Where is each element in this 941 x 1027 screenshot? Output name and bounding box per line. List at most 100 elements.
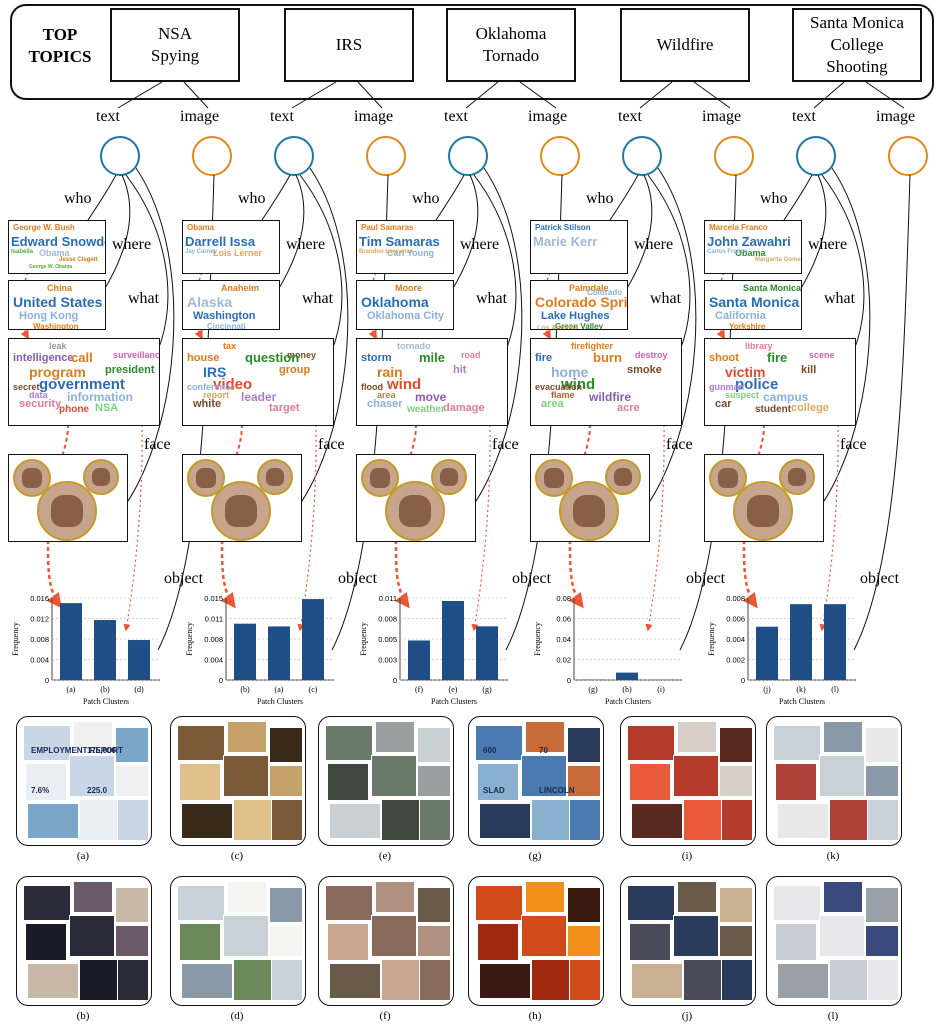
collage-thumbnail (829, 799, 869, 841)
what-word: leak (49, 341, 67, 351)
what-word: police (735, 376, 779, 393)
chart-3: 0.080.060.040.020(g)(h)(i)Patch Clusters… (533, 594, 682, 706)
who-word: Obama (735, 248, 766, 258)
chart-x-tick: (b) (100, 685, 110, 694)
topic-image-link-1 (357, 81, 383, 109)
topic-text-link-3 (639, 81, 673, 109)
collage-thumbnail (375, 721, 415, 753)
collage-thumbnail (719, 887, 753, 923)
topic-text-link-0 (117, 81, 163, 109)
collage-thumbnail (819, 915, 865, 957)
what-word: flame (551, 390, 575, 400)
collage-thumbnail (683, 799, 723, 841)
chart-x-tick: (b) (240, 685, 250, 694)
what-word: student (755, 404, 792, 415)
who-word: Carl Young (387, 248, 435, 258)
collage-thumbnail (177, 725, 225, 761)
where-word: Anaheim (221, 283, 260, 293)
chart-xlabel: Patch Clusters (779, 697, 825, 706)
collage-thumbnail (25, 923, 67, 961)
where-label-1: where (286, 236, 326, 253)
chart-bar (94, 620, 116, 680)
topic-image-link-3 (693, 81, 731, 109)
collage-thumbnail (375, 881, 415, 913)
chart-y-tick: 0.008 (726, 594, 745, 603)
topic-box-3: Wildfire (620, 8, 750, 82)
chart-bar (60, 603, 82, 680)
chart-ylabel: Frequency (185, 622, 194, 656)
collage-thumbnail (479, 963, 531, 999)
collage-text: LINCOLN (539, 786, 575, 795)
what-edge-4 (821, 174, 865, 351)
what-label-4: what (824, 290, 856, 307)
where-word: Oklahoma City (367, 310, 445, 322)
chart-bar (824, 604, 846, 680)
what-word: rain (377, 364, 403, 380)
face-panel-3 (530, 454, 650, 542)
chart-x-tick: (i) (657, 685, 665, 694)
topic-image-link-2 (519, 81, 557, 109)
collage-thumbnail (865, 925, 899, 957)
chart-xlabel: Patch Clusters (83, 697, 129, 706)
image-collage (766, 716, 902, 846)
what-word: house (187, 352, 220, 364)
collage-caption: (b) (76, 1010, 90, 1022)
face-thumb (535, 459, 573, 497)
collage-thumbnail (27, 803, 79, 839)
chart-bar (756, 626, 778, 680)
chart-bar (790, 604, 812, 680)
collage-thumbnail (775, 763, 817, 801)
face-shape (440, 468, 458, 486)
what-word: tornado (397, 341, 431, 351)
collage-thumbnail (823, 881, 863, 913)
face-panel-1 (182, 454, 302, 542)
face-shape (92, 468, 110, 486)
chart-x-tick: (a) (275, 685, 284, 694)
where-edge-2 (451, 174, 479, 291)
text-node-3 (622, 136, 662, 176)
image-label-1: image (354, 108, 394, 125)
what-word: storm (361, 352, 392, 364)
who-edge-0 (87, 174, 117, 221)
collage-thumbnail (69, 755, 115, 797)
chart-y-tick: 0.015 (204, 594, 223, 603)
image-node-2 (540, 136, 580, 176)
image-collage (620, 876, 756, 1006)
who-word: Darrell Issa (185, 234, 256, 249)
where-word: Alaska (187, 294, 233, 310)
collage-thumbnail (23, 885, 71, 921)
image-node-3 (714, 136, 754, 176)
collage-thumbnail (325, 725, 373, 761)
collage-thumbnail (629, 923, 671, 961)
text-label-4: text (792, 108, 816, 125)
image-collage (318, 716, 454, 846)
collage-caption: (g) (528, 850, 542, 862)
who-word: Isabella (11, 249, 34, 255)
chart-y-tick: 0.006 (726, 615, 745, 624)
collage-thumbnail (773, 885, 821, 921)
collage-thumbnail (271, 799, 303, 841)
image-collage (170, 716, 306, 846)
collage-thumbnail (525, 721, 565, 753)
what-label-1: what (302, 290, 334, 307)
topic-box-2: Oklahoma Tornado (446, 8, 576, 82)
topic-image-link-0 (183, 81, 209, 109)
face-shape (196, 468, 216, 488)
what-word: campus (763, 390, 809, 404)
chart-x-tick: (h) (622, 685, 632, 694)
what-word: president (105, 364, 155, 376)
collage-thumbnail (381, 959, 421, 1001)
what-word: victim (725, 364, 766, 380)
collage-thumbnail (69, 915, 115, 957)
what-word: fire (535, 352, 553, 364)
image-label-3: image (702, 108, 742, 125)
face-shape (266, 468, 284, 486)
collage-thumbnail (179, 763, 221, 801)
collage-thumbnail (233, 959, 273, 1001)
where-word: Colorado (587, 288, 623, 297)
collage-thumbnail (417, 887, 451, 923)
topic-box-1: IRS (284, 8, 414, 82)
face-label-2: face (492, 436, 519, 453)
